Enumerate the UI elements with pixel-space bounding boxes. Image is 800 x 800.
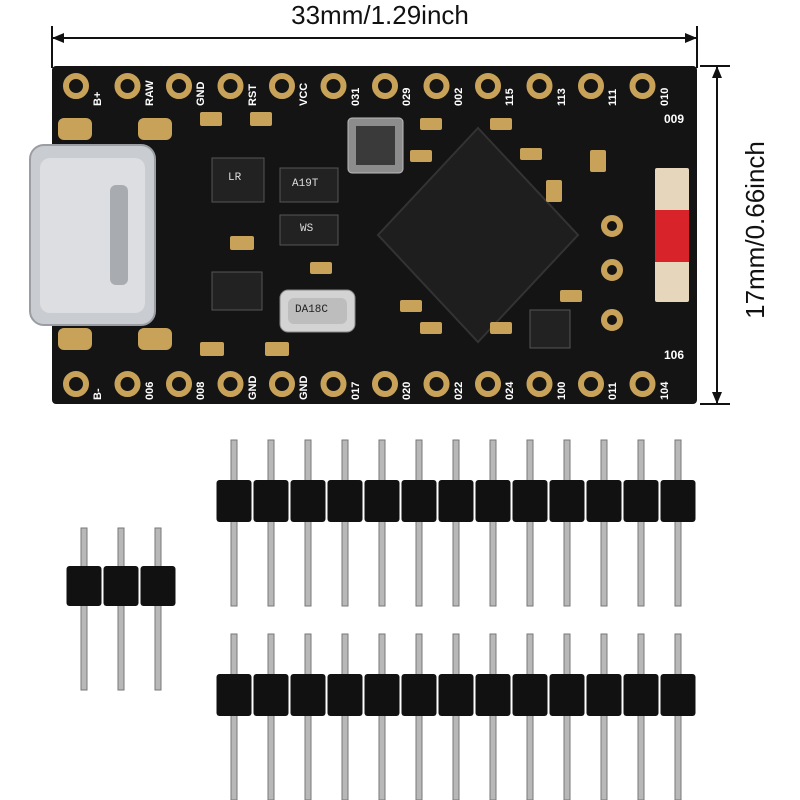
bottom-pin-hole (320, 371, 347, 397)
bottom-pin-hole (475, 371, 501, 397)
header-block (290, 674, 326, 716)
header-block (512, 480, 548, 522)
header-pin (341, 633, 349, 800)
header-block (290, 480, 326, 522)
header-block (401, 480, 437, 522)
width-dimension-label: 33mm/1.29inch (291, 0, 469, 30)
header-pin (637, 439, 645, 607)
top-pin-hole (372, 73, 398, 99)
header-block (586, 480, 622, 522)
bottom-pin-hole (114, 371, 141, 397)
header-block (475, 674, 511, 716)
side-label-lower: 106 (664, 348, 685, 362)
bottom-pin-hole (372, 371, 398, 397)
bottom-pin-hole (578, 371, 604, 397)
top-pin-hole (578, 73, 604, 99)
header-block (660, 674, 696, 716)
bottom-pin-hole (629, 371, 656, 397)
header-pin (154, 527, 162, 691)
header-pin (563, 633, 571, 800)
header-block (401, 674, 437, 716)
header-pin (267, 633, 275, 800)
header-pin (304, 439, 312, 607)
header-block (66, 566, 102, 606)
header-block (327, 480, 363, 522)
header-pin (526, 439, 534, 607)
header-pin (563, 439, 571, 607)
header-block (140, 566, 176, 606)
side-label-upper: 009 (664, 112, 685, 126)
bottom-pin-hole (63, 371, 89, 397)
header-pin (415, 633, 423, 800)
ic-marking-ws: WS (300, 223, 314, 235)
top-pin-hole (423, 73, 450, 99)
header-block (364, 480, 400, 522)
header-block (216, 674, 252, 716)
header-block (364, 674, 400, 716)
crystal-marking: DA18C (295, 304, 329, 316)
top-pin-hole (166, 73, 192, 99)
header-pin (80, 527, 88, 691)
top-pin-hole (320, 73, 347, 99)
header-pin (600, 633, 608, 800)
bottom-pin-hole (423, 371, 450, 397)
bottom-pin-hole (526, 371, 553, 397)
long-header-bottom (216, 633, 696, 800)
header-pin (415, 439, 423, 607)
ic-marking-lr: LR (228, 172, 242, 184)
header-block (660, 480, 696, 522)
header-block (253, 674, 289, 716)
header-pin (267, 439, 275, 607)
header-pin (489, 633, 497, 800)
header-pin (117, 527, 125, 691)
header-pin (600, 439, 608, 607)
header-block (549, 480, 585, 522)
header-pin (489, 439, 497, 607)
header-pin (526, 633, 534, 800)
top-pin-hole (114, 73, 141, 99)
header-block (475, 480, 511, 522)
header-block (586, 674, 622, 716)
header-block (512, 674, 548, 716)
header-block (103, 566, 139, 606)
header-pin (304, 633, 312, 800)
bottom-pin-hole (166, 371, 192, 397)
header-pin (230, 439, 238, 607)
bottom-pin-hole (269, 371, 295, 397)
top-pin-hole (629, 73, 656, 99)
top-pin-hole (63, 73, 89, 99)
short-header (66, 527, 176, 691)
header-pin (674, 439, 682, 607)
header-block (623, 674, 659, 716)
top-pin-hole (526, 73, 553, 99)
red-led (655, 210, 689, 262)
long-header-top (216, 439, 696, 607)
header-block (253, 480, 289, 522)
header-pin (341, 439, 349, 607)
top-pin-hole (475, 73, 501, 99)
header-block (438, 674, 474, 716)
header-pin (378, 633, 386, 800)
header-pin (674, 633, 682, 800)
top-pin-hole (269, 73, 295, 99)
ic-marking-a19t: A19T (292, 178, 319, 190)
header-pin (452, 633, 460, 800)
header-block (623, 480, 659, 522)
header-block (216, 480, 252, 522)
header-block (327, 674, 363, 716)
header-block (549, 674, 585, 716)
header-pin (230, 633, 238, 800)
bottom-pin-hole (217, 371, 244, 397)
mcu-chip (376, 126, 580, 344)
top-pin-hole (217, 73, 244, 99)
header-block (438, 480, 474, 522)
header-pin (637, 633, 645, 800)
header-pin (378, 439, 386, 607)
header-pin (452, 439, 460, 607)
